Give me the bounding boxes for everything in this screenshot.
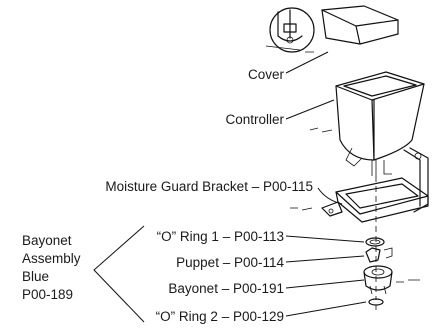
bracket-leader <box>317 187 343 205</box>
cover-leader <box>285 51 329 74</box>
o-ring-1-leader <box>285 235 365 243</box>
bayonet-leader <box>285 279 365 289</box>
leader-lines <box>285 51 367 317</box>
puppet-label: Puppet – P00-114 <box>176 255 284 270</box>
cover-label: Cover <box>248 67 285 82</box>
assembly-label-line-4: P00-189 <box>22 287 73 302</box>
cover-illustration <box>321 5 399 45</box>
o-ring-1-label: “O” Ring 1 – P00-113 <box>157 229 284 244</box>
controller-label: Controller <box>225 112 284 127</box>
puppet-illustration <box>365 247 393 263</box>
assembly-label-line-2: Assembly <box>22 251 81 266</box>
assembly-brace <box>93 225 145 323</box>
o-ring-1-illustration <box>365 237 385 247</box>
controller-illustration <box>309 71 425 176</box>
bracket-illustration <box>290 147 429 223</box>
assembly-label-line-3: Blue <box>22 269 49 284</box>
o-ring-2-leader <box>285 301 367 317</box>
bayonet-illustration <box>363 265 420 295</box>
bayonet-label: Bayonet – P00-191 <box>168 281 284 296</box>
o-ring-2-label: “O” Ring 2 – P00-129 <box>156 309 284 324</box>
puppet-leader <box>285 255 365 263</box>
controller-leader <box>285 99 335 120</box>
assembly-label-line-1: Bayonet <box>22 233 72 248</box>
bracket-label: Moisture Guard Bracket – P00-115 <box>105 179 313 194</box>
inset-detail-illustration <box>265 7 315 53</box>
o-ring-2-illustration <box>368 298 384 310</box>
